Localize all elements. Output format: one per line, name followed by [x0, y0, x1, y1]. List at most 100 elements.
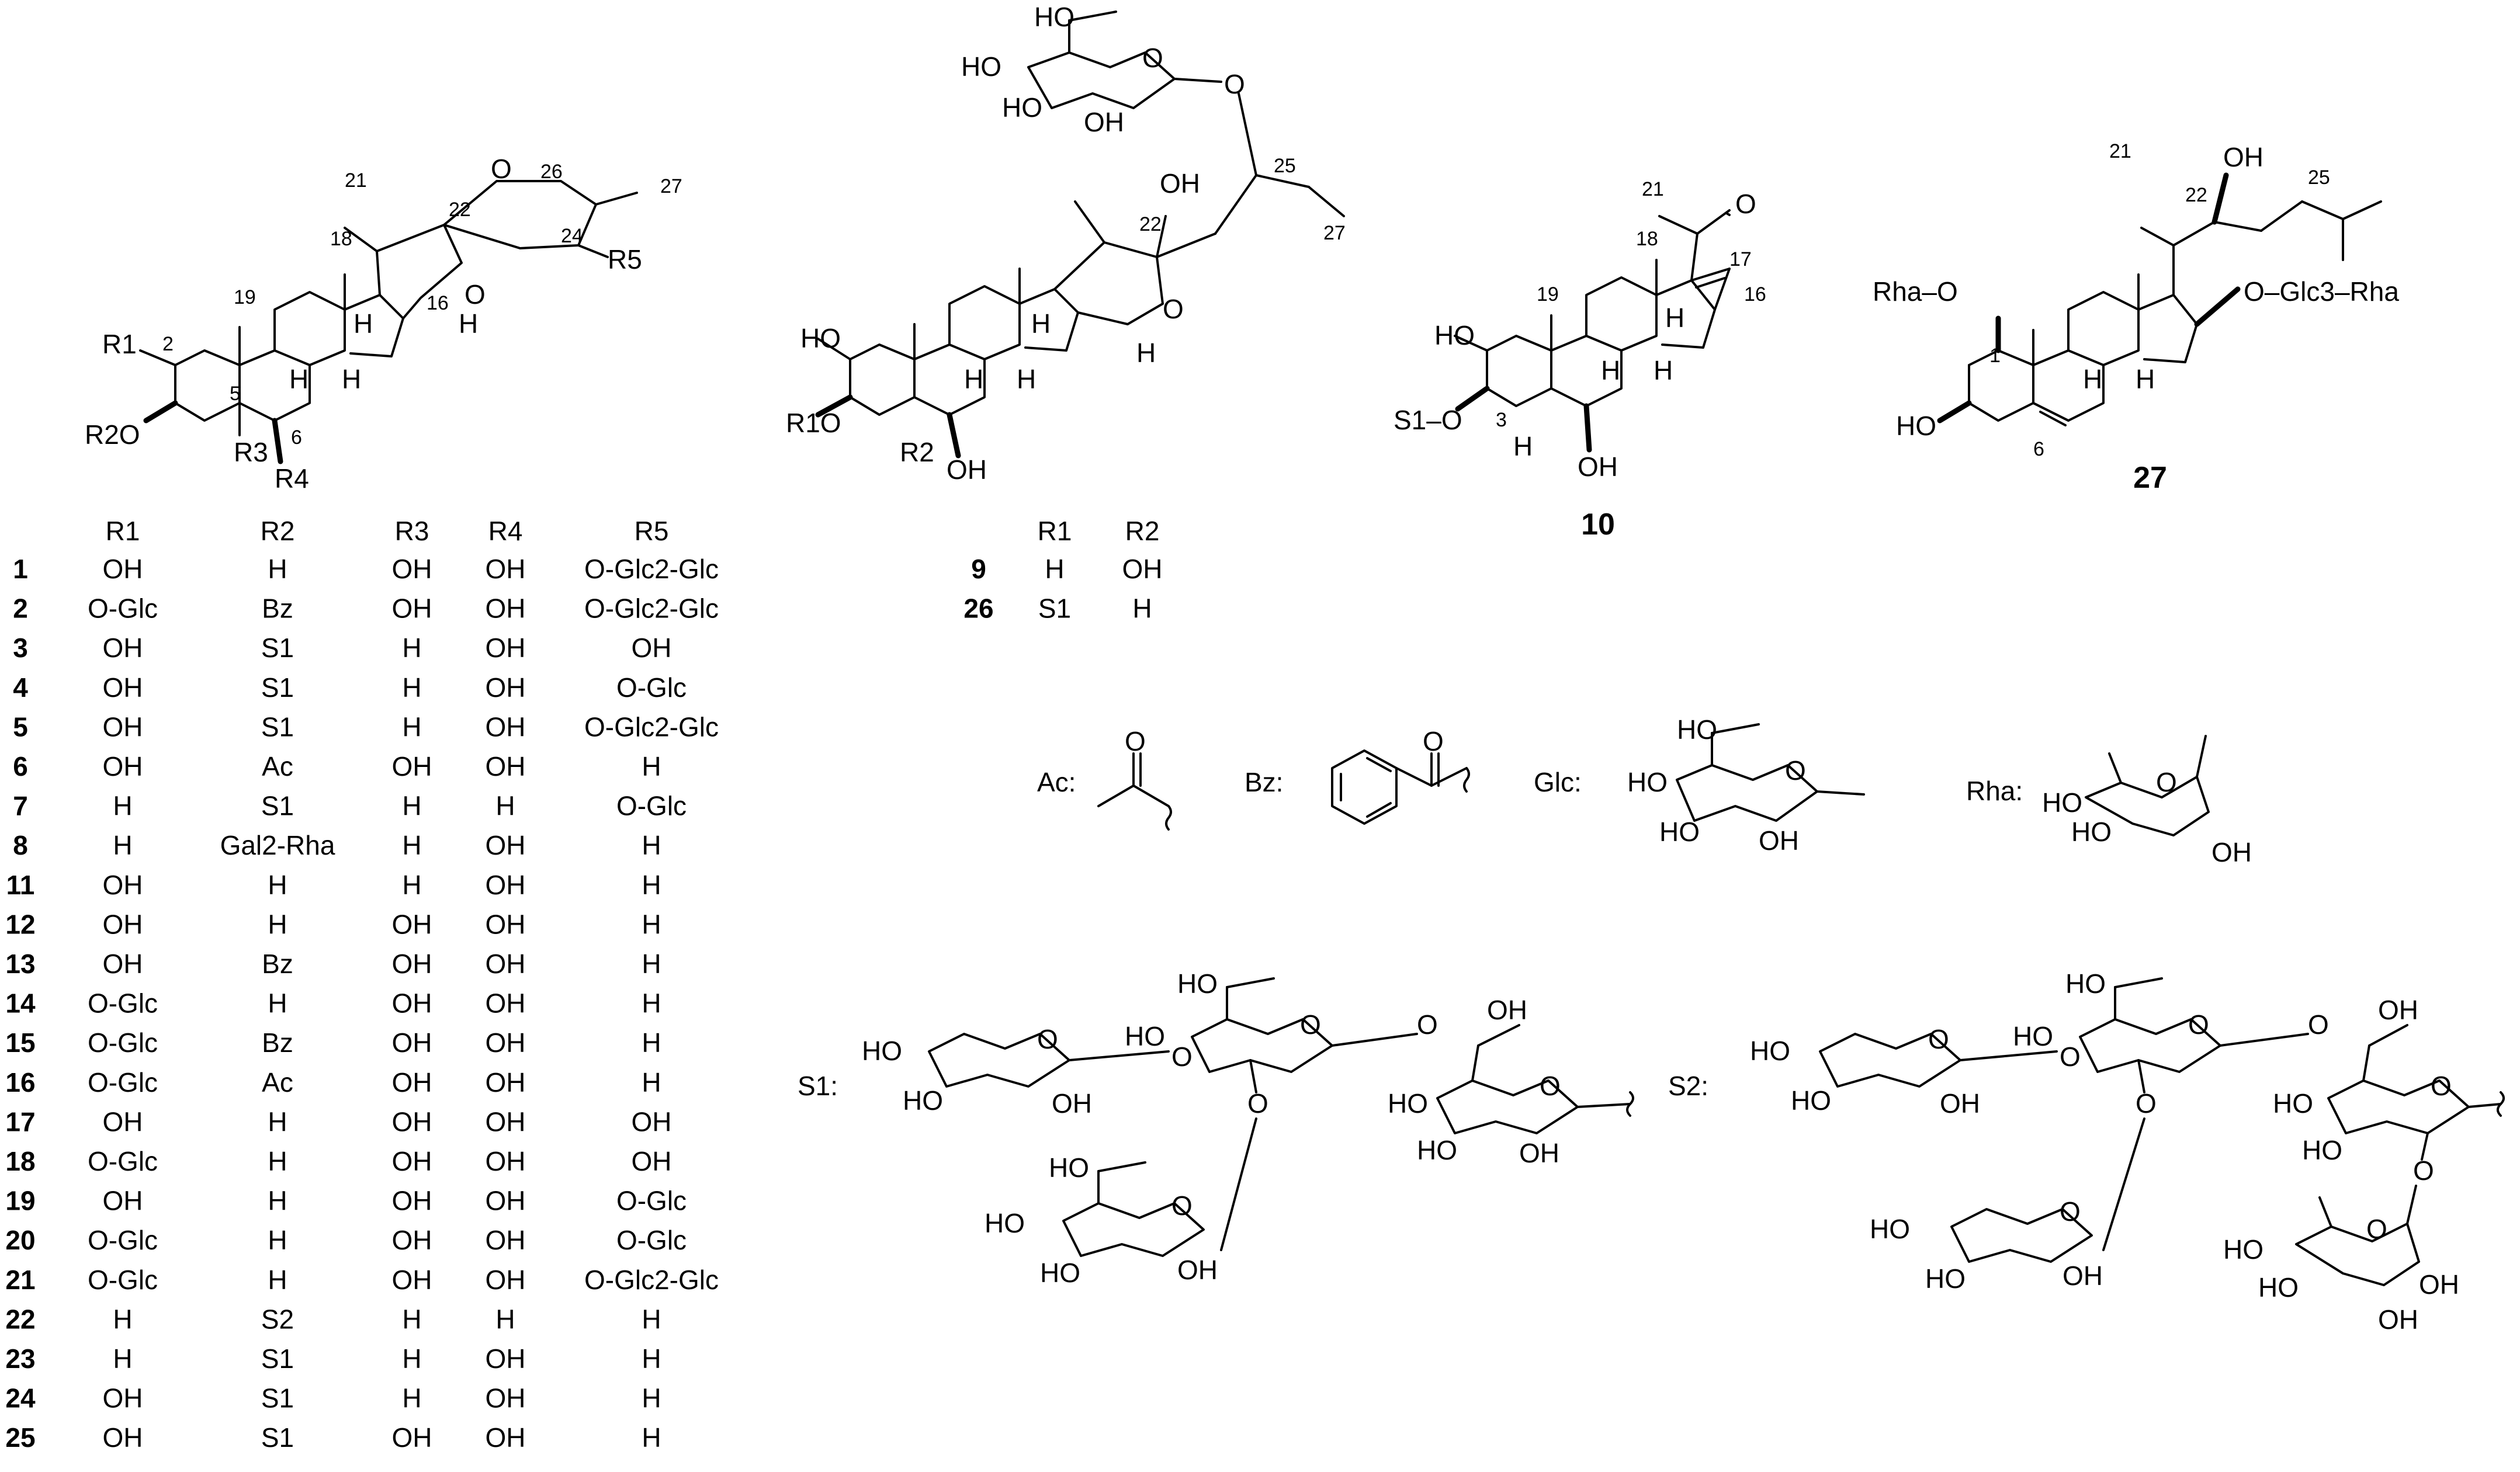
table-a-cell-r2: S1	[261, 633, 294, 663]
table-a-cell-r1: OH	[103, 949, 143, 979]
table-a-cell-r3: OH	[392, 1106, 432, 1137]
locant-6: 6	[291, 426, 302, 449]
table-a-row-id: 23	[5, 1343, 35, 1374]
ring-oxygen-f: O	[491, 154, 512, 184]
table-a-cell-r4: OH	[486, 1067, 526, 1098]
s1-link-o2: O	[1247, 1088, 1268, 1119]
table-a-cell-r5: O-Glc	[616, 1186, 687, 1216]
table-a-cell-r2: H	[268, 909, 287, 939]
s2-ho-g: HO	[1870, 1214, 1910, 1244]
table-a-cell-r5: O-Glc2-Glc	[584, 593, 719, 624]
s2-oh-b: OH	[2378, 995, 2418, 1025]
table-a-cell-r1: OH	[103, 870, 143, 900]
table-a-cell-r4: OH	[486, 1383, 526, 1414]
locant-18: 18	[330, 228, 352, 250]
table-a-cell-r5: H	[642, 870, 661, 900]
rha-ho2: HO	[2071, 817, 2112, 847]
table-a-cell-r5: OH	[632, 1146, 672, 1176]
table-a-cell-r2: H	[268, 1225, 287, 1255]
table-a-cell-r2: H	[268, 988, 287, 1019]
rha-oh: OH	[2212, 837, 2252, 867]
table-a-cell-r4: OH	[486, 1146, 526, 1176]
glc-top-ho1: HO	[1034, 2, 1074, 32]
table-a-cell-r3: H	[402, 830, 421, 860]
ho-2-10: HO	[1434, 320, 1475, 350]
table-a-cell-r4: OH	[486, 1343, 526, 1374]
table-a-cell-r5: OH	[632, 1106, 672, 1137]
locant-25-27: 25	[2308, 166, 2330, 189]
table-a-cell-r3: OH	[392, 593, 432, 624]
table-a-cell-r5: H	[642, 1304, 661, 1334]
s2-ho-h: HO	[1925, 1263, 1966, 1294]
r3-label: R3	[234, 437, 268, 467]
table-a-row-id: 4	[13, 672, 28, 703]
s2-ring-o-d: O	[2060, 1196, 2081, 1227]
table-a-cell-r2: Gal2-Rha	[220, 830, 335, 860]
table-a-row-id: 2	[13, 593, 28, 624]
table-a-cell-r2: S1	[261, 1383, 294, 1414]
table-a-cell-r3: OH	[392, 554, 432, 584]
h-9-4: H	[1136, 338, 1156, 368]
table-a-cell-r2: S1	[261, 711, 294, 742]
glc-top-ho3: HO	[1002, 92, 1042, 123]
s1-link-o1: O	[1171, 1041, 1193, 1072]
table-a-cell-r1: OH	[103, 909, 143, 939]
table-a-cell-r3: OH	[392, 751, 432, 782]
locant-16-10: 16	[1744, 283, 1766, 305]
table-a-cell-r5: O-Glc2-Glc	[584, 1265, 719, 1295]
h-10-2: H	[1654, 355, 1673, 386]
table-a-cell-r2: S1	[261, 791, 294, 821]
table-a-cell-r2: Bz	[262, 1027, 293, 1058]
table-a-cell-r2: H	[268, 1186, 287, 1216]
table-a-cell-r4: OH	[486, 1027, 526, 1058]
table-a-cell-r1: O-Glc	[88, 1225, 158, 1255]
table-a-row-id: 12	[5, 909, 35, 939]
table-a-cell-r5: H	[642, 1422, 661, 1453]
h-10-4: H	[1513, 431, 1533, 461]
h-27-1: H	[2083, 364, 2102, 394]
r1-label: R1	[102, 329, 137, 359]
locant-27: 27	[660, 175, 682, 197]
table-b-header-r1: R1	[1038, 516, 1072, 546]
legend-glc: Glc:	[1534, 767, 1582, 797]
table-a-cell-r1: OH	[103, 1422, 143, 1453]
r2-label: R2	[900, 437, 934, 467]
table-a-cell-r2: H	[268, 554, 287, 584]
s2-ho-d: HO	[2013, 1021, 2053, 1051]
table-a-cell-r3: OH	[392, 1146, 432, 1176]
table-a-cell-r1: H	[113, 830, 132, 860]
table-a-cell-r1: H	[113, 1343, 132, 1374]
s1-ho-g: HO	[1049, 1152, 1089, 1183]
s1-ho-h: HO	[985, 1208, 1025, 1238]
s2-ho-i: HO	[2223, 1234, 2264, 1265]
table-a-cell-r5: H	[642, 949, 661, 979]
table-a-cell-r1: O-Glc	[88, 1265, 158, 1295]
table-a-cell-r1: OH	[103, 1186, 143, 1216]
table-a-cell-r3: OH	[392, 988, 432, 1019]
table-a-row-id: 19	[5, 1186, 35, 1216]
locant-19-10: 19	[1537, 283, 1559, 305]
table-a-row-id: 3	[13, 633, 28, 663]
locant-22: 22	[449, 199, 471, 221]
s2-link-o4: O	[2413, 1155, 2434, 1186]
table-a-cell-r1: O-Glc	[88, 988, 158, 1019]
legend-s1: S1:	[798, 1071, 838, 1101]
legend-ac: Ac:	[1037, 767, 1076, 797]
locant-26: 26	[540, 161, 563, 183]
table-a-row-id: 8	[13, 830, 28, 860]
glc-ho2: HO	[1627, 767, 1668, 797]
h-27-2: H	[2136, 364, 2155, 394]
glc-top-ring-o: O	[1142, 43, 1163, 73]
h-10-1: H	[1601, 355, 1620, 386]
locant-24: 24	[561, 225, 583, 247]
table-a-cell-r2: Bz	[262, 593, 293, 624]
s2-ho-e: HO	[2273, 1088, 2313, 1119]
abbreviation-legend: Ac: O Bz: O Glc: HO HO HO OH O Rha: HO H…	[1037, 714, 2252, 867]
table-a-cell-r3: OH	[392, 1186, 432, 1216]
table-a-cell-r5: H	[642, 909, 661, 939]
s1-ho-a: HO	[862, 1036, 902, 1066]
s1-ho-i: HO	[1040, 1258, 1080, 1288]
